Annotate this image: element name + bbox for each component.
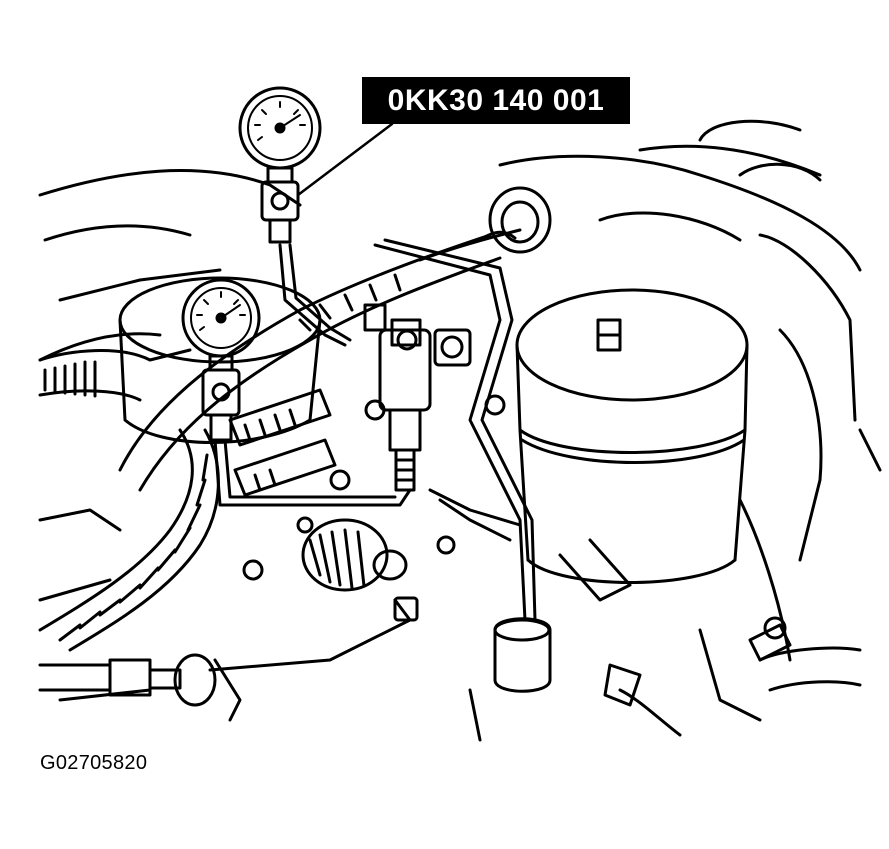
ribbed-hose-left: [38, 348, 192, 402]
hose-grommet: [478, 186, 552, 254]
hose-clamps: [228, 388, 337, 497]
bottom-pipe: [38, 653, 242, 722]
injection-pump-base: [493, 617, 642, 707]
wiring-harness: [38, 428, 220, 652]
banjo-fitting: [363, 303, 472, 492]
figure-code: G02705820: [40, 752, 148, 774]
fuel-filter-canister: [515, 288, 749, 602]
pressure-gauge-lower: [181, 278, 261, 442]
callout-leader-line: [296, 122, 394, 197]
pressure-gauge-upper: [238, 86, 322, 244]
fuel-cut-solenoid: [208, 518, 419, 672]
bolts: [242, 394, 506, 581]
engine-block-outline: [38, 119, 882, 742]
fuel-lines: [213, 238, 537, 622]
bottom-right-bolt: [748, 616, 862, 692]
tool-number-label: 0KK30 140 001: [362, 77, 630, 124]
